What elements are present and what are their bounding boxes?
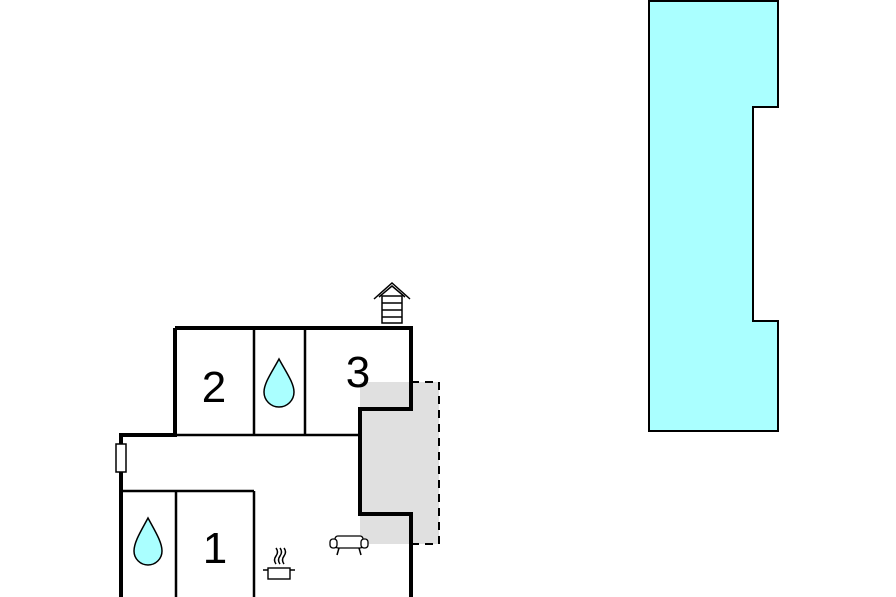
room-3-number: 3	[346, 348, 370, 397]
terrace	[360, 382, 439, 544]
sofa-icon	[329, 535, 369, 556]
room-2-number: 2	[202, 363, 226, 412]
swimming-pool	[648, 0, 779, 432]
outer-walls	[119, 326, 413, 597]
room-1-number: 1	[203, 524, 227, 573]
terrace-dashed-outline	[411, 381, 440, 545]
house-entrance-icon	[373, 281, 411, 324]
door-icon	[115, 443, 127, 473]
water-drop-icon	[263, 357, 295, 408]
water-drop-icon	[133, 516, 163, 566]
cooking-pot-icon	[263, 547, 295, 580]
